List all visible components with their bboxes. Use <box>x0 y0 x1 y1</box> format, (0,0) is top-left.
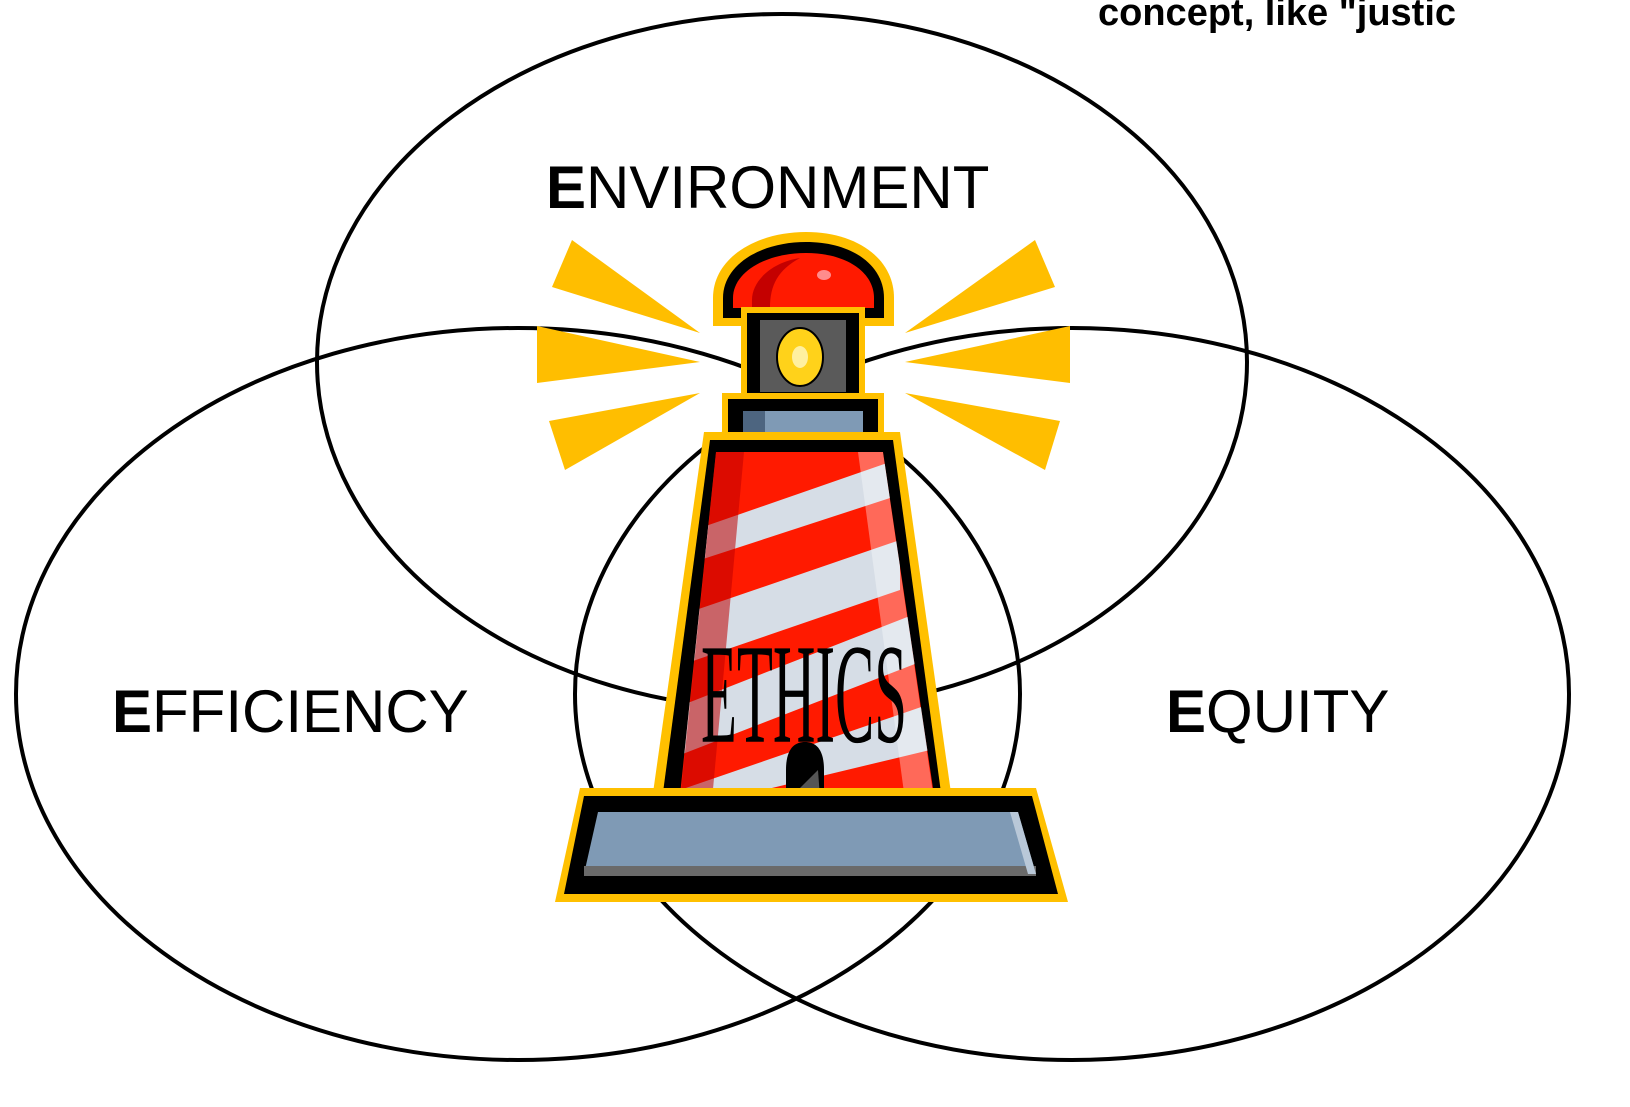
tower-stripes <box>680 452 934 795</box>
efficiency-circle <box>14 326 1022 1062</box>
equity-label: EQUITY <box>1166 678 1389 745</box>
lighthouse-icon: ETHICS <box>537 232 1070 902</box>
caption-text: concept, like "justic <box>1098 0 1457 34</box>
ethics-label: ETHICS <box>701 615 907 773</box>
efficiency-label: EFFICIENCY <box>112 678 469 745</box>
light-beams <box>537 240 1070 470</box>
environment-label: ENVIRONMENT <box>546 154 989 221</box>
equity-circle <box>573 326 1571 1062</box>
